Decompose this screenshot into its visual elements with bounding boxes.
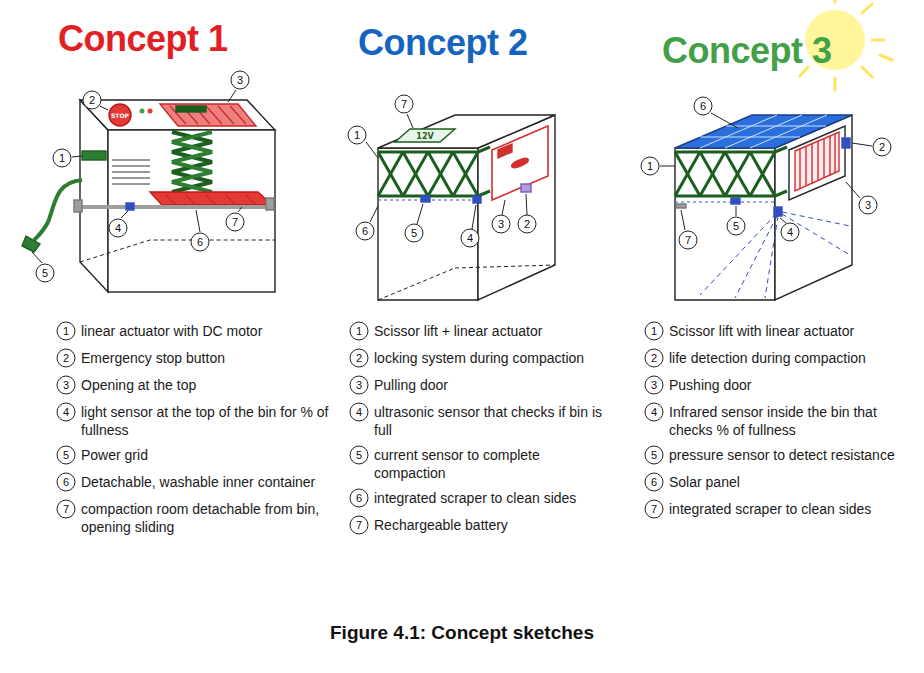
callout-number: 6: [191, 233, 210, 252]
button-label: STOP: [111, 112, 129, 119]
list-number: 3: [57, 376, 76, 395]
list-number: 6: [350, 489, 369, 508]
list-number: 2: [645, 349, 664, 368]
part-description: integrated scraper to clean sides: [374, 489, 609, 507]
callout-number: 7: [395, 95, 414, 114]
callout-number: 4: [109, 219, 128, 238]
part-description: ultrasonic sensor that checks if bin is …: [374, 403, 609, 439]
callout-number: 1: [348, 126, 367, 145]
concept1-leaders: [32, 90, 242, 263]
part-description: Infrared sensor inside the bin that chec…: [669, 403, 909, 439]
part-description: Pushing door: [669, 376, 909, 394]
part-description: Rechargeable battery: [374, 516, 609, 534]
list-number: 4: [57, 403, 76, 422]
callout-number: 2: [83, 91, 102, 110]
list-number: 3: [350, 376, 369, 395]
list-number: 6: [645, 473, 664, 492]
callout-number: 1: [53, 149, 72, 168]
callout-number: 2: [518, 215, 537, 234]
part-description: Emergency stop button: [81, 349, 336, 367]
part-description: Opening at the top: [81, 376, 336, 394]
callout-number: 1: [641, 157, 660, 176]
list-number: 2: [57, 349, 76, 368]
callout-number: 6: [356, 222, 375, 241]
callout-number: 5: [405, 224, 424, 243]
concept-title: Concept 1: [58, 18, 228, 60]
callout-number: 3: [492, 215, 511, 234]
concept1-bin: [22, 100, 275, 292]
part-description: integrated scraper to clean sides: [669, 500, 909, 518]
part-description: Detachable, washable inner container: [81, 473, 336, 491]
concept2-leaders: [366, 114, 527, 229]
concept2-bin: [378, 115, 555, 300]
part-description: Scissor lift with linear actuator: [669, 322, 909, 340]
list-number: 7: [57, 500, 76, 519]
list-number: 7: [350, 516, 369, 535]
list-number: 2: [350, 349, 369, 368]
callout-number: 4: [781, 223, 800, 242]
list-number: 7: [645, 500, 664, 519]
part-description: Power grid: [81, 446, 336, 464]
part-description: Pulling door: [374, 376, 609, 394]
callout-number: 3: [231, 71, 250, 90]
part-description: current sensor to complete compaction: [374, 446, 609, 482]
list-number: 4: [350, 403, 369, 422]
part-description: linear actuator with DC motor: [81, 322, 336, 340]
callout-number: 7: [226, 213, 245, 232]
part-description: Scissor lift + linear actuator: [374, 322, 609, 340]
concept-title: Concept 3: [662, 30, 832, 72]
list-number: 5: [645, 446, 664, 465]
callout-number: 5: [727, 217, 746, 236]
list-number: 1: [57, 322, 76, 341]
list-number: 1: [645, 322, 664, 341]
list-number: 6: [57, 473, 76, 492]
list-number: 4: [645, 403, 664, 422]
list-number: 3: [645, 376, 664, 395]
battery-label: 12V: [416, 132, 433, 141]
callout-number: 2: [873, 138, 892, 157]
list-number: 5: [57, 446, 76, 465]
list-number: 5: [350, 446, 369, 465]
callout-number: 3: [859, 196, 878, 215]
figure-caption: Figure 4.1: Concept sketches: [0, 622, 924, 644]
part-description: life detection during compaction: [669, 349, 909, 367]
part-description: pressure sensor to detect resistance: [669, 446, 909, 464]
part-description: locking system during compaction: [374, 349, 609, 367]
concept3-leaders: [660, 113, 872, 230]
callout-number: 7: [679, 231, 698, 250]
concept-title: Concept 2: [358, 22, 528, 64]
callout-number: 5: [36, 264, 55, 283]
part-description: light sensor at the top of the bin for %…: [81, 403, 336, 439]
callout-number: 4: [461, 229, 480, 248]
list-number: 1: [350, 322, 369, 341]
callout-number: 6: [694, 97, 713, 116]
concept3-bin: [675, 115, 852, 300]
part-description: Solar panel: [669, 473, 909, 491]
part-description: compaction room detachable from bin, ope…: [81, 500, 336, 536]
